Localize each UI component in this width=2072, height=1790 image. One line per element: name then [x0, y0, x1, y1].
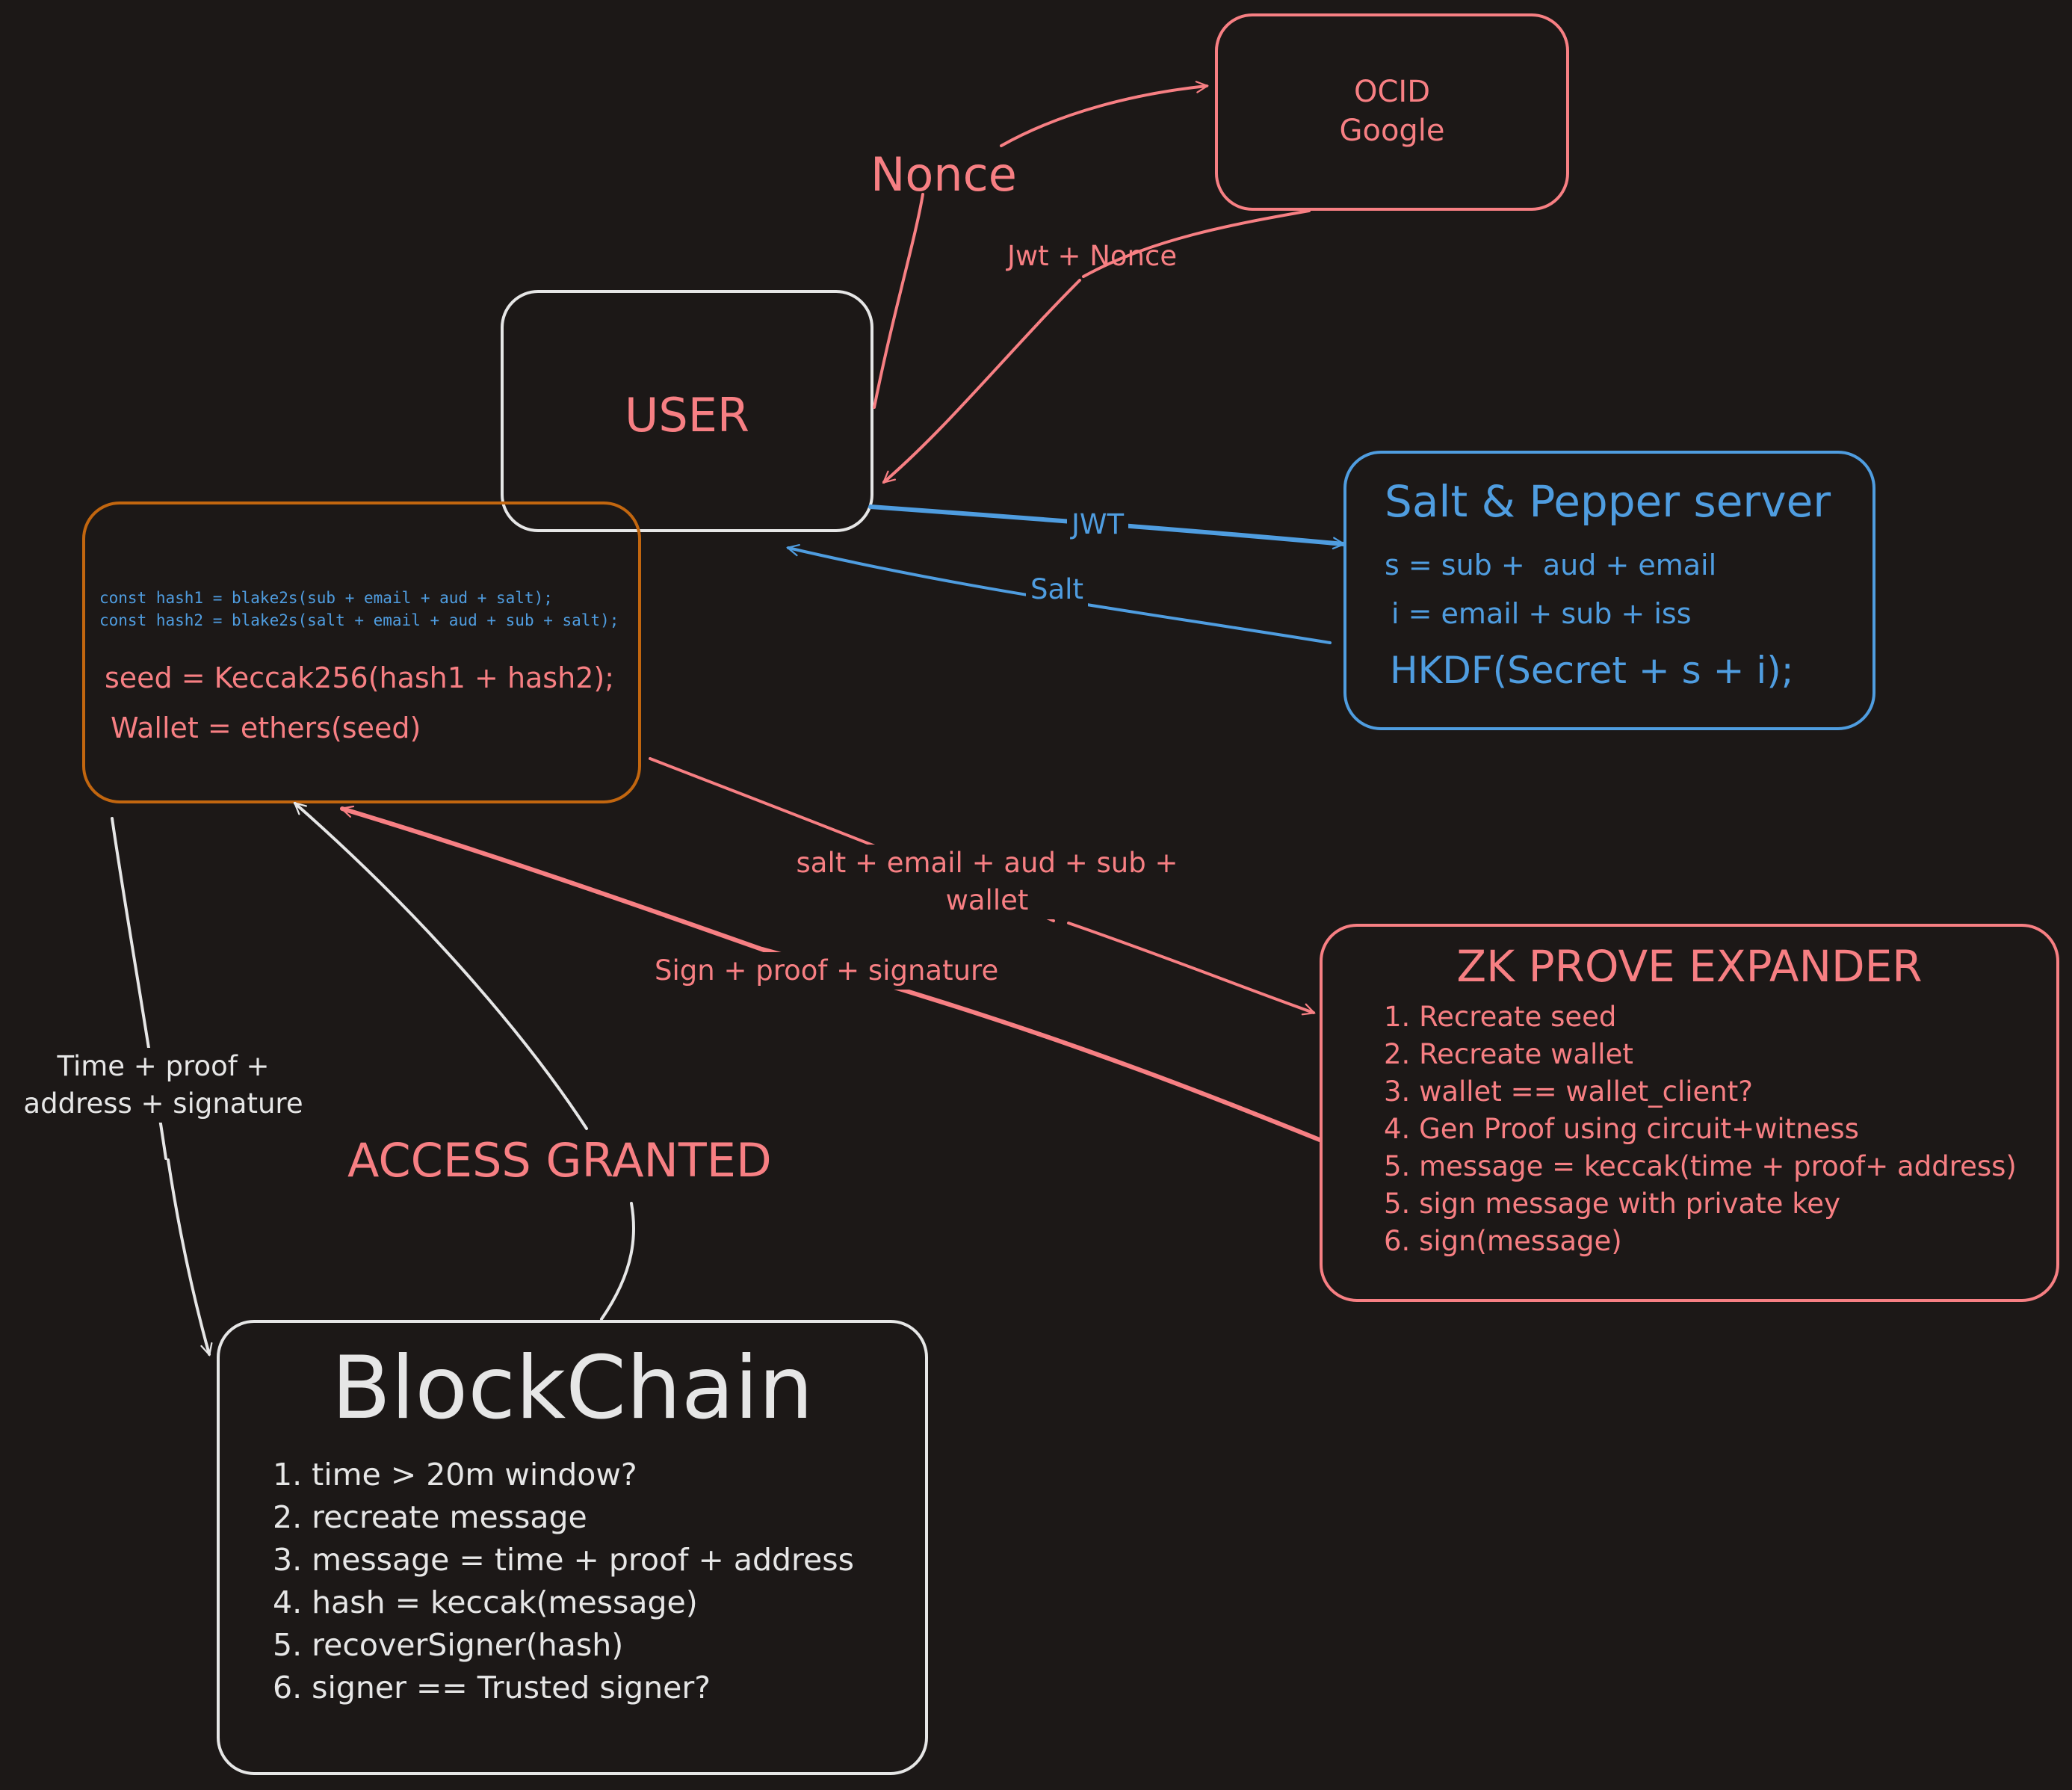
zk-step: 4. Gen Proof using circuit+witness: [1384, 1113, 1859, 1145]
jwt-nonce-label: Jwt + Nonce: [1007, 240, 1178, 272]
zk-title: ZK PROVE EXPANDER: [1456, 941, 1923, 992]
to-chain-label-2: address + signature: [7, 1085, 319, 1123]
to-zk-label-2: wallet: [908, 882, 1066, 919]
client-box: [82, 501, 641, 803]
nonce-arrow: [873, 86, 1207, 409]
from-zk-label: Sign + proof + signature: [650, 952, 1003, 990]
access-granted-arrow: [295, 803, 636, 1321]
salt-server-line-s: s = sub + aud + email: [1385, 549, 1717, 581]
salt-server-box: [1343, 451, 1875, 730]
zk-box: [1320, 924, 2059, 1302]
client-code-hash2: const hash2 = blake2s(salt + email + aud…: [99, 611, 619, 629]
blockchain-box: [217, 1320, 928, 1775]
client-wallet: Wallet = ethers(seed): [111, 712, 421, 744]
blockchain-step: 5. recoverSigner(hash): [273, 1627, 624, 1663]
to-zk-label-1: salt + email + aud + sub +: [777, 845, 1197, 882]
blockchain-step: 4. hash = keccak(message): [273, 1584, 698, 1620]
blockchain-step: 1. time > 20m window?: [273, 1457, 637, 1493]
oidc-label-2: Google: [1339, 114, 1445, 148]
zk-step: 6. sign(message): [1384, 1225, 1622, 1257]
nonce-label: Nonce: [870, 147, 1017, 202]
zk-step: 1. Recreate seed: [1384, 1001, 1617, 1033]
zk-step: 3. wallet == wallet_client?: [1384, 1075, 1753, 1108]
client-code-hash1: const hash1 = blake2s(sub + email + aud …: [99, 589, 553, 607]
blockchain-step: 3. message = time + proof + address: [273, 1542, 854, 1578]
zk-step: 2. Recreate wallet: [1384, 1038, 1633, 1070]
salt-label: Salt: [1026, 572, 1088, 608]
access-granted-label: ACCESS GRANTED: [347, 1133, 772, 1188]
blockchain-step: 2. recreate message: [273, 1499, 587, 1535]
oidc-label-1: OCID: [1353, 75, 1430, 109]
zk-step: 5. sign message with private key: [1384, 1188, 1840, 1220]
zk-step: 5. message = keccak(time + proof+ addres…: [1384, 1150, 2017, 1182]
jwt-label: JWT: [1067, 507, 1129, 543]
client-seed: seed = Keccak256(hash1 + hash2);: [105, 661, 614, 694]
salt-server-title: Salt & Pepper server: [1385, 476, 1831, 527]
user-title: USER: [625, 388, 749, 442]
jwt-nonce-arrow: [884, 209, 1311, 482]
blockchain-title: BlockChain: [331, 1338, 814, 1439]
salt-server-hkdf: HKDF(Secret + s + i);: [1390, 649, 1794, 692]
blockchain-step: 6. signer == Trusted signer?: [273, 1670, 711, 1706]
salt-server-line-i: i = email + sub + iss: [1391, 597, 1692, 630]
user-box: [501, 290, 873, 532]
to-chain-label-1: Time + proof +: [7, 1048, 319, 1085]
oidc-box: [1215, 13, 1569, 211]
